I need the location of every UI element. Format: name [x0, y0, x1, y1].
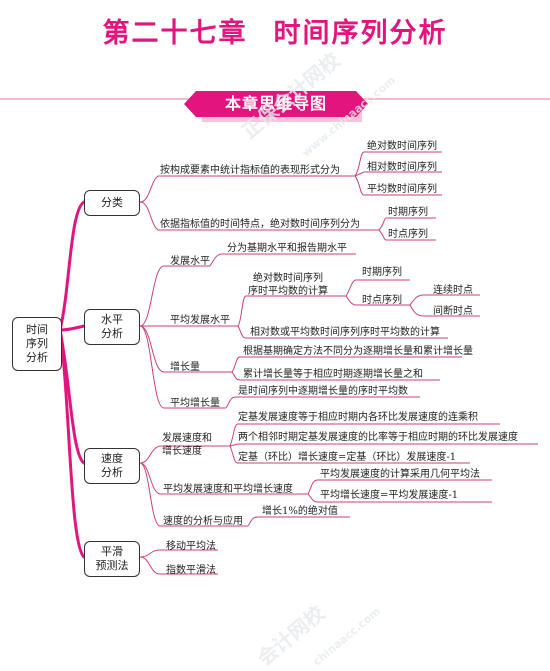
- speed-dev-note-2: 两个相邻时期定基发展速度的比率等于相应时期的环比发展速度: [238, 432, 518, 443]
- level-avg-abs: 绝对数时间序列 序时平均数的计算: [248, 273, 328, 297]
- level-point-series: 时点序列: [362, 295, 402, 306]
- branch-classify: 分类: [84, 190, 140, 216]
- speed-avg-note-2: 平均增长速度=平均发展速度-1: [320, 490, 459, 501]
- level-avg-growth-note: 是时间序列中逐期增长量的序时平均数: [238, 386, 408, 397]
- mindmap-banner: 本章思维导图: [184, 91, 368, 117]
- level-growth: 增长量: [170, 362, 200, 373]
- branch-smooth: 平滑 预测法: [84, 541, 140, 577]
- speed-dev-note-3: 定基（环比）增长速度=定基（环比）发展速度-1: [238, 452, 457, 463]
- root-to-level: [58, 324, 86, 332]
- level-dev-level: 发展水平: [170, 256, 210, 267]
- classify-rule-time: 依据指标值的时间特点，绝对数时间序列分为: [160, 219, 360, 230]
- speed-dev-speed: 发展速度和 增长速度: [162, 433, 212, 457]
- classify-item-relative: 相对数时间序列: [367, 162, 437, 173]
- level-avg-level: 平均发展水平: [170, 315, 230, 326]
- speed-avg-speed: 平均发展速度和平均增长速度: [163, 484, 293, 495]
- smooth-moving-average: 移动平均法: [166, 541, 216, 552]
- chapter-number: 第二十七章: [102, 18, 248, 49]
- smooth-exponential: 指数平滑法: [166, 565, 216, 576]
- speed-apply-note: 增长1%的绝对值: [262, 506, 338, 517]
- speed-apply: 速度的分析与应用: [163, 516, 243, 527]
- speed-dev-note-1: 定基发展速度等于相应时期内各环比发展速度的连乘积: [238, 412, 478, 423]
- level-avg-growth: 平均增长量: [170, 398, 220, 409]
- branch-speed: 速度 分析: [84, 448, 140, 484]
- root-to-smooth: [58, 328, 86, 559]
- level-avg-relative: 相对数或平均数时间序列序时平均数的计算: [250, 327, 440, 338]
- classify-period-series: 时期序列: [388, 207, 428, 218]
- classify-rule-form: 按构成要素中统计指标值的表现形式分为: [160, 165, 340, 176]
- level-growth-note-1: 根据基期确定方法不同分为逐期增长量和累计增长量: [243, 346, 473, 357]
- level-period-series: 时期序列: [362, 267, 402, 278]
- chapter-title: 第二十七章时间序列分析: [0, 14, 550, 54]
- branch-level: 水平 分析: [84, 309, 140, 345]
- classify-item-absolute: 绝对数时间序列: [367, 141, 437, 152]
- chapter-name: 时间序列分析: [273, 18, 448, 49]
- level-interval-point: 间断时点: [433, 306, 473, 317]
- level-growth-note-2: 累计增长量等于相应时期逐期增长量之和: [243, 369, 423, 380]
- classify-point-series: 时点序列: [388, 229, 428, 240]
- classify-item-average: 平均数时间序列: [367, 184, 437, 195]
- root-node: 时间 序列 分析: [12, 317, 62, 371]
- level-continuous-point: 连续时点: [433, 285, 473, 296]
- level-dev-level-note: 分为基期水平和报告期水平: [227, 243, 347, 254]
- speed-avg-note-1: 平均发展速度的计算采用几何平均法: [320, 469, 480, 480]
- root-to-classify: [58, 200, 86, 332]
